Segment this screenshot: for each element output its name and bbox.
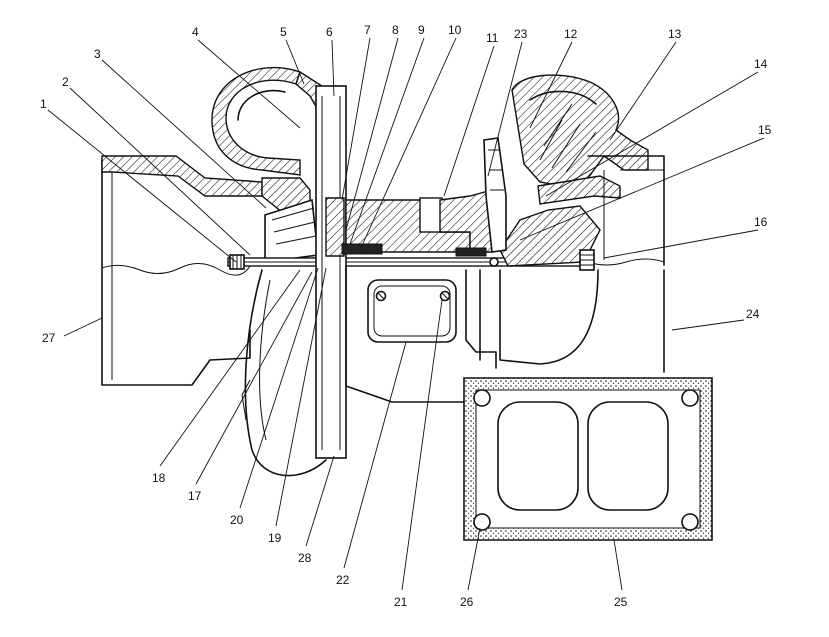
callout-16: 16 [754,215,768,229]
callout-6: 6 [326,25,333,39]
turbine-inlet-gasket [463,377,713,541]
callout-20: 20 [230,513,244,527]
callout-27: 27 [42,331,56,345]
callout-2: 2 [62,75,69,89]
callout-25: 25 [614,595,628,609]
callout-10: 10 [448,23,462,37]
callout-3: 3 [94,47,101,61]
leader-lines [47,37,765,591]
callout-17: 17 [188,489,202,503]
callout-1: 1 [40,97,47,111]
callout-11: 11 [486,31,499,45]
callout-13: 13 [668,27,682,41]
callout-4: 4 [192,25,199,39]
callout-23: 23 [514,27,528,41]
callout-18: 18 [152,471,166,485]
callout-9: 9 [418,23,425,37]
callout-28: 28 [298,551,312,565]
callout-15: 15 [758,123,772,137]
callout-21: 21 [394,595,408,609]
callout-24: 24 [746,307,760,321]
callout-5: 5 [280,25,287,39]
callout-14: 14 [754,57,768,71]
callout-12: 12 [564,27,578,41]
callout-22: 22 [336,573,350,587]
turbine-housing [483,74,665,373]
center-housing [315,85,501,459]
callout-19: 19 [268,531,282,545]
compressor-wheel [241,198,327,477]
callout-labels: 1 2 3 4 5 6 7 8 9 10 11 23 12 13 14 15 1… [40,23,772,609]
callout-7: 7 [364,23,371,37]
callout-26: 26 [460,595,474,609]
callout-8: 8 [392,23,399,37]
compressor-inlet-housing [101,155,263,386]
